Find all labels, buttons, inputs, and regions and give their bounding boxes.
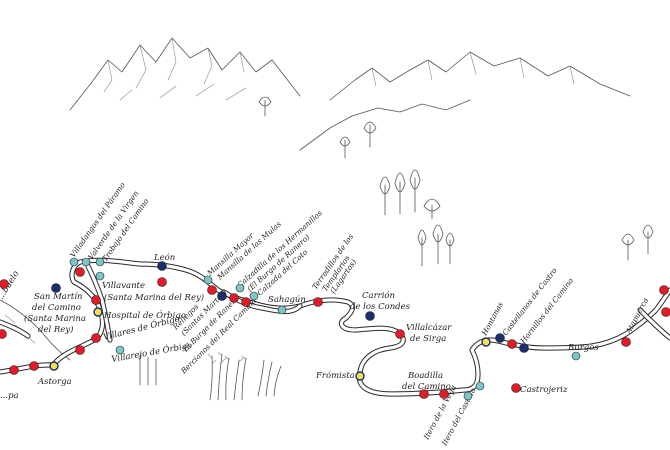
stop-hontanas [481, 337, 491, 347]
stop-castellanos [495, 333, 505, 343]
stop-mansilla-mulas [207, 285, 217, 295]
label-leon: León [153, 252, 175, 263]
stop-terradillos [313, 297, 323, 307]
stop-marker [235, 283, 245, 293]
stop-itero-castillo [475, 381, 485, 391]
stop-marker [659, 285, 669, 295]
stop-reliegos [217, 291, 227, 301]
stop-marker [29, 361, 39, 371]
label-fromista: Frómista [315, 370, 355, 381]
stop-hornillos [519, 343, 529, 353]
label-san-martin-4: del Rey) [38, 324, 73, 335]
stop-marker [95, 271, 105, 281]
label-san-martin-3: (Santa Marina [24, 313, 86, 324]
stop-fromista [355, 371, 365, 381]
label-boadilla-2: del Camino [402, 382, 451, 392]
label-ponferrada-partial: ...pa [0, 391, 19, 401]
stop-trobajo [95, 257, 105, 267]
stop-marker [0, 279, 9, 289]
stop-villadangos [69, 257, 79, 267]
stop-marker [91, 333, 101, 343]
stop-marker [661, 307, 670, 317]
label-villalcazar-1: Villalcázar [406, 322, 452, 333]
label-hospital-orbigo: Hospital de Órbigo [103, 309, 186, 321]
stop-marker [0, 329, 7, 339]
stop-hospital-orbigo [93, 307, 103, 317]
label-villavante-2: (Santa Marina del Rey) [104, 292, 204, 303]
stop-carrion [365, 311, 375, 321]
label-sahagun: Sahagún [268, 294, 306, 305]
stop-villalcazar [395, 329, 405, 339]
stops [0, 257, 670, 401]
stop-marker [91, 295, 101, 305]
label-villalcazar-2: de Sirga [410, 334, 446, 344]
label-boadilla-1: Boadilla [407, 371, 443, 381]
stop-mansilla-mayor [203, 275, 213, 285]
label-castrojeriz: Castrojeriz [520, 385, 568, 395]
stop-burgo-ranero [229, 293, 239, 303]
stop-astorga [49, 361, 59, 371]
stop-villavante [75, 267, 85, 277]
stop-itero-vega [463, 391, 473, 401]
trees-sketch [258, 96, 654, 267]
label-carrion-2: de los Condes [350, 302, 411, 312]
label-san-martin-2: del Camino [32, 303, 81, 313]
stop-castrojeriz [511, 383, 521, 393]
stop-boadilla [419, 389, 429, 399]
stop-marker [157, 277, 167, 287]
stop-atapuerca [621, 337, 631, 347]
stop-sahagun [277, 305, 287, 315]
stop-marker [507, 339, 517, 349]
stop-marker [75, 345, 85, 355]
stop-burgos [571, 351, 581, 361]
stop-marker [439, 389, 449, 399]
label-astorga: Astorga [37, 377, 72, 387]
label-carrion-1: Carrión [362, 290, 395, 301]
stop-valverde [81, 257, 91, 267]
stop-marker [241, 297, 251, 307]
stop-villarejo [115, 345, 125, 355]
stop-san-martin [51, 283, 61, 293]
stop-marker [9, 365, 19, 375]
stop-calzada-coto [249, 291, 259, 301]
stop-leon [157, 261, 167, 271]
label-burgos: Burgos [567, 343, 599, 353]
mountains-sketch [69, 37, 631, 151]
label-san-martin-1: San Martín [34, 291, 83, 302]
label-villavante-1: Villavante [102, 281, 145, 291]
